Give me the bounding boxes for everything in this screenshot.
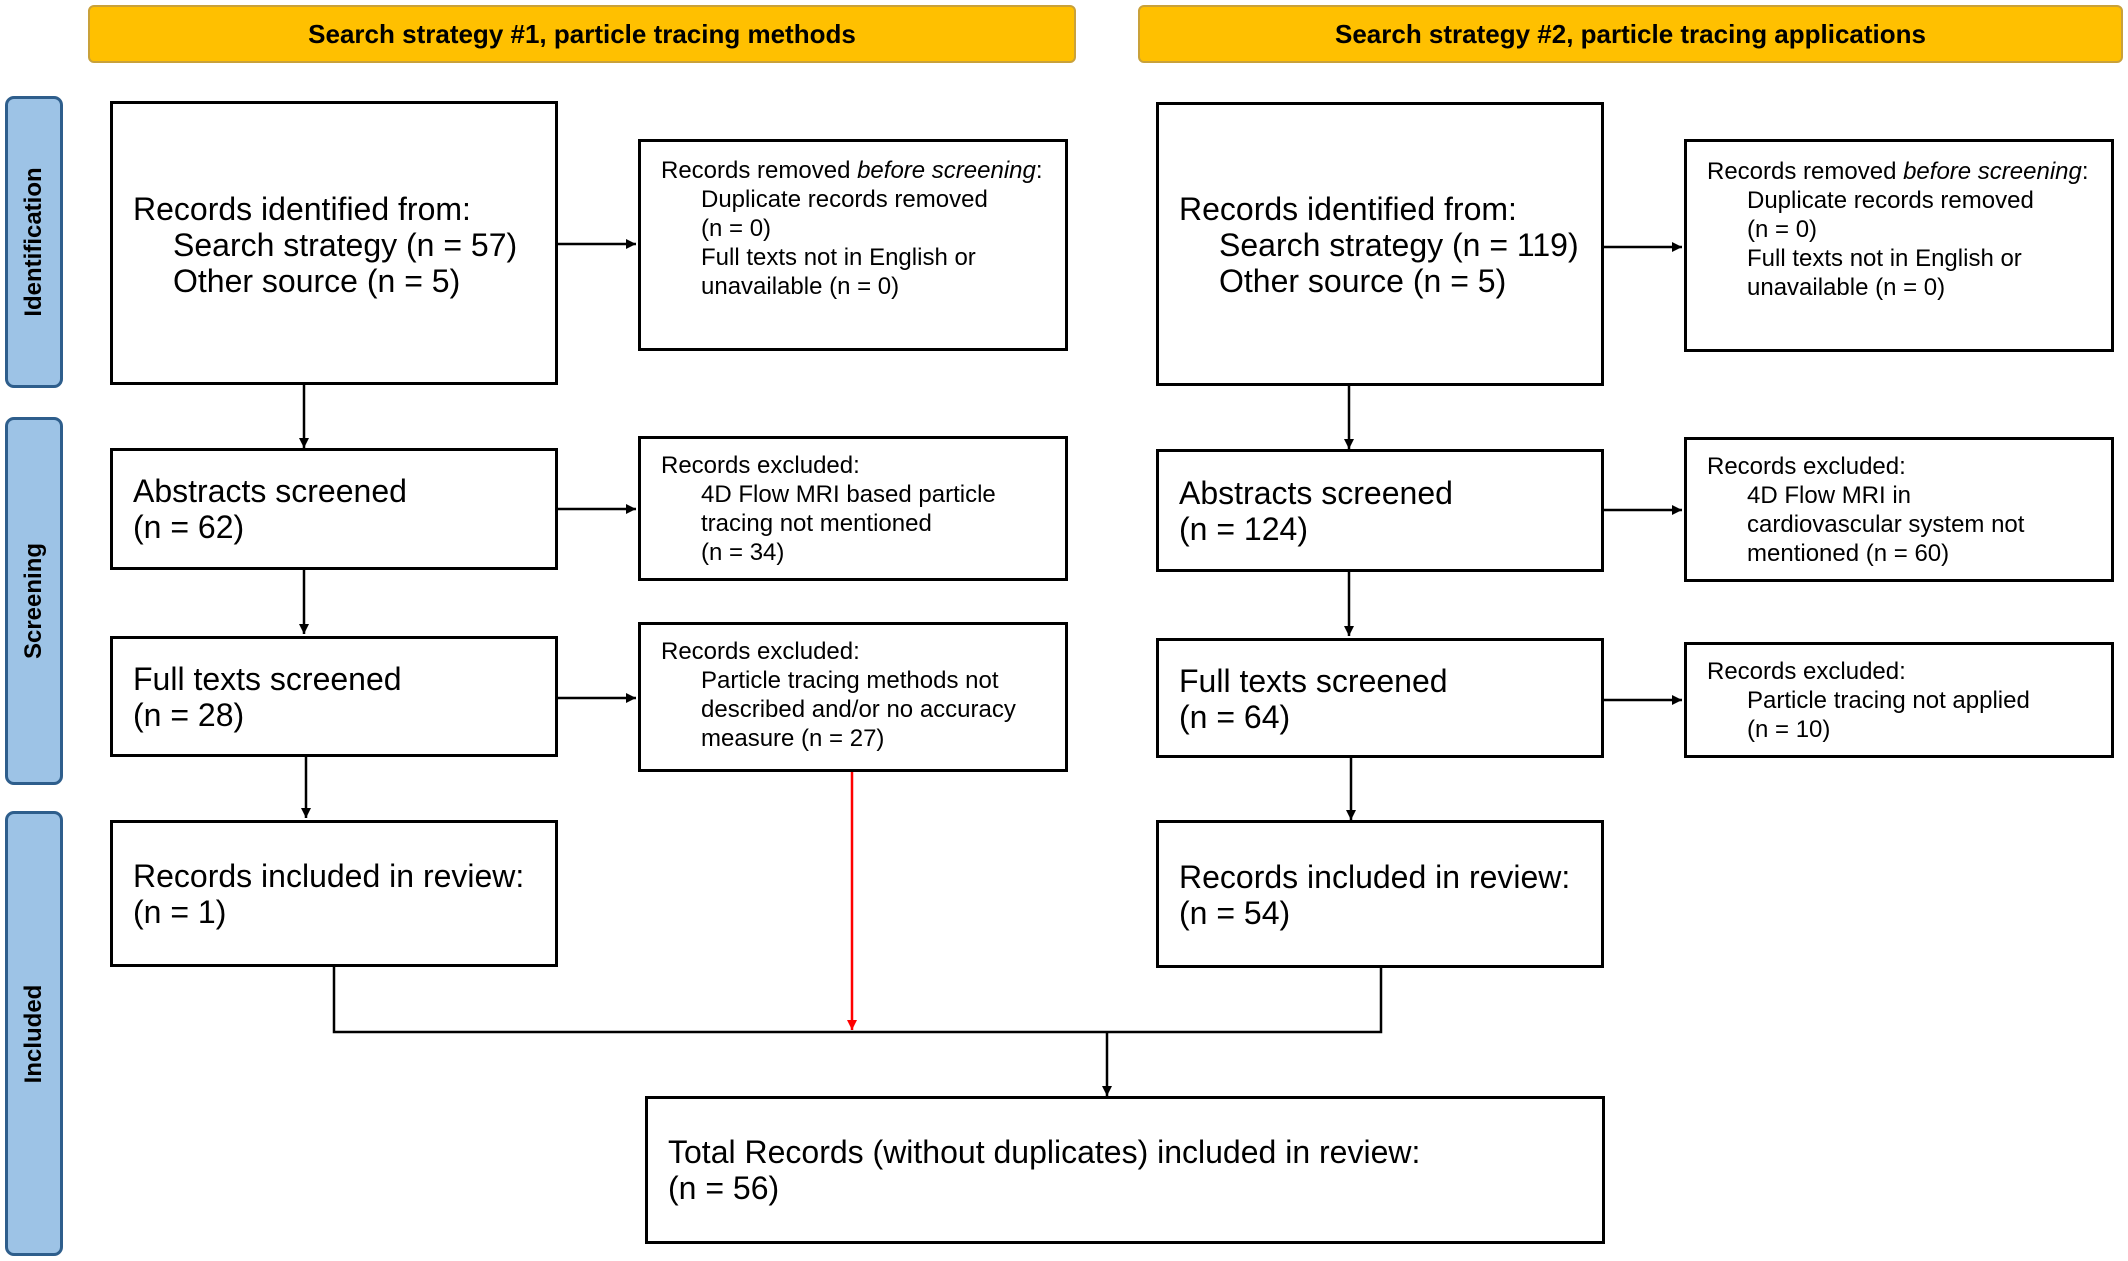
s2-abstracts-excluded-box: Records excluded: 4D Flow MRI in cardiov… bbox=[1684, 437, 2114, 582]
s1-records-removed-box: Records removed before screening: Duplic… bbox=[638, 139, 1068, 351]
s1-excluded-full-line-3: measure (n = 27) bbox=[701, 725, 885, 752]
s1-removed-heading: Records removed before screening: bbox=[661, 157, 1043, 184]
s2-excluded-abs-line-1: 4D Flow MRI in bbox=[1747, 482, 1912, 509]
s2-removed-line-1: Duplicate records removed bbox=[1747, 187, 2034, 214]
s1-identified-search: Search strategy (n = 57) bbox=[173, 227, 518, 263]
total-count: (n = 56) bbox=[668, 1170, 780, 1206]
s2-abstracts-title: Abstracts screened bbox=[1179, 475, 1453, 511]
s1-excluded-abs-line-1: 4D Flow MRI based particle bbox=[701, 481, 996, 508]
s2-records-removed-box: Records removed before screening: Duplic… bbox=[1684, 139, 2114, 352]
s2-removed-line-3: Full texts not in English or bbox=[1747, 245, 2022, 272]
s1-included-count: (n = 1) bbox=[133, 894, 227, 930]
s2-identified-search: Search strategy (n = 119) bbox=[1219, 227, 1579, 263]
s2-fulltexts-screened-box: Full texts screened (n = 64) bbox=[1156, 638, 1604, 758]
s1-records-included-box: Records included in review: (n = 1) bbox=[110, 820, 558, 967]
s1-removed-line-1: Duplicate records removed bbox=[701, 186, 988, 213]
s1-fulltexts-excluded-box: Records excluded: Particle tracing metho… bbox=[638, 622, 1068, 772]
strategy-2-header: Search strategy #2, particle tracing app… bbox=[1138, 5, 2123, 63]
s2-excluded-full-line-1: Particle tracing not applied bbox=[1747, 687, 2030, 714]
s2-included-title: Records included in review: bbox=[1179, 859, 1571, 895]
s1-identified-other: Other source (n = 5) bbox=[173, 263, 461, 299]
s1-abstracts-title: Abstracts screened bbox=[133, 473, 407, 509]
s1-fulltexts-screened-box: Full texts screened (n = 28) bbox=[110, 636, 558, 757]
phase-identification: Identification bbox=[5, 96, 63, 388]
s2-included-count: (n = 54) bbox=[1179, 895, 1291, 931]
s1-excluded-abs-title: Records excluded: bbox=[661, 452, 860, 479]
s2-records-included-box: Records included in review: (n = 54) bbox=[1156, 820, 1604, 968]
s2-fulltexts-count: (n = 64) bbox=[1179, 699, 1291, 735]
s2-excluded-abs-line-3: mentioned (n = 60) bbox=[1747, 540, 1950, 567]
s2-removed-line-4: unavailable (n = 0) bbox=[1747, 274, 1946, 301]
phase-included: Included bbox=[5, 811, 63, 1256]
s2-abstracts-screened-box: Abstracts screened (n = 124) bbox=[1156, 449, 1604, 572]
s1-excluded-abs-line-3: (n = 34) bbox=[701, 539, 785, 566]
s1-removed-line-3: Full texts not in English or bbox=[701, 244, 976, 271]
s1-excluded-abs-line-2: tracing not mentioned bbox=[701, 510, 932, 537]
s2-identified-other: Other source (n = 5) bbox=[1219, 263, 1507, 299]
s2-removed-heading: Records removed before screening: bbox=[1707, 158, 2089, 185]
s2-removed-line-2: (n = 0) bbox=[1747, 216, 1818, 243]
s1-removed-line-2: (n = 0) bbox=[701, 215, 772, 242]
s2-abstracts-count: (n = 124) bbox=[1179, 511, 1308, 547]
s1-excluded-full-title: Records excluded: bbox=[661, 638, 860, 665]
s1-included-title: Records included in review: bbox=[133, 858, 525, 894]
phase-screening: Screening bbox=[5, 417, 63, 785]
s1-excluded-full-line-2: described and/or no accuracy bbox=[701, 696, 1016, 723]
s2-fulltexts-title: Full texts screened bbox=[1179, 663, 1448, 699]
s2-fulltexts-excluded-box: Records excluded: Particle tracing not a… bbox=[1684, 642, 2114, 758]
strategy-1-header: Search strategy #1, particle tracing met… bbox=[88, 5, 1076, 63]
s2-excluded-abs-title: Records excluded: bbox=[1707, 453, 1906, 480]
s2-excluded-full-line-2: (n = 10) bbox=[1747, 716, 1831, 743]
s1-excluded-full-line-1: Particle tracing methods not bbox=[701, 667, 999, 694]
s1-removed-line-4: unavailable (n = 0) bbox=[701, 273, 900, 300]
s1-records-identified-box: Records identified from: Search strategy… bbox=[110, 101, 558, 385]
s1-abstracts-count: (n = 62) bbox=[133, 509, 245, 545]
total-records-box: Total Records (without duplicates) inclu… bbox=[645, 1096, 1605, 1244]
s2-excluded-full-title: Records excluded: bbox=[1707, 658, 1906, 685]
s1-fulltexts-title: Full texts screened bbox=[133, 661, 402, 697]
s1-abstracts-excluded-box: Records excluded: 4D Flow MRI based part… bbox=[638, 436, 1068, 581]
s1-abstracts-screened-box: Abstracts screened (n = 62) bbox=[110, 448, 558, 570]
s2-identified-title: Records identified from: bbox=[1179, 191, 1517, 227]
s1-identified-title: Records identified from: bbox=[133, 191, 471, 227]
merge-line bbox=[332, 966, 1383, 1034]
s1-fulltexts-count: (n = 28) bbox=[133, 697, 245, 733]
s2-records-identified-box: Records identified from: Search strategy… bbox=[1156, 102, 1604, 386]
s2-excluded-abs-line-2: cardiovascular system not bbox=[1747, 511, 2025, 538]
total-title: Total Records (without duplicates) inclu… bbox=[668, 1134, 1421, 1170]
